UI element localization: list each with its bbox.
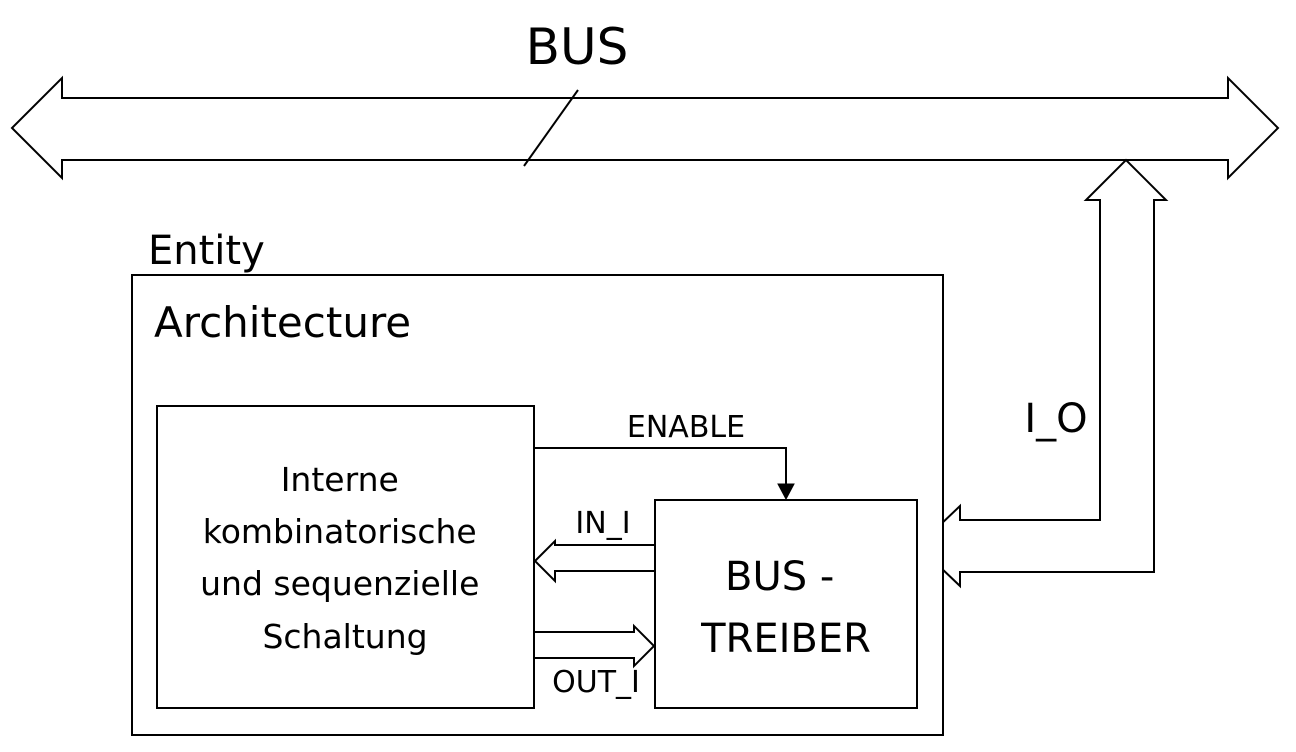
out-i-arrow [533, 623, 656, 669]
bus-driver-box [654, 499, 918, 709]
internal-logic-line-4: Schaltung [262, 617, 427, 656]
internal-logic-line-1: Interne [281, 460, 399, 499]
enable-label: ENABLE [627, 410, 745, 445]
io-bus-arrow [916, 158, 1169, 589]
internal-logic-line-2: kombinatorische [203, 512, 477, 551]
bus-driver-line-1: BUS - [725, 554, 834, 600]
bus-arrow [10, 75, 1280, 181]
bus-driver-text: BUS - TREIBER [700, 554, 871, 662]
bus-label: BUS [526, 18, 629, 76]
internal-logic-box [156, 405, 535, 709]
out-i-label: OUT_I [552, 665, 640, 700]
in-i-label: IN_I [575, 506, 630, 541]
io-label: I_O [1024, 396, 1087, 442]
entity-label: Entity [148, 228, 265, 274]
architecture-label: Architecture [154, 298, 411, 347]
enable-arrowhead [777, 483, 795, 501]
internal-logic-text: Interne kombinatorische und sequenzielle… [200, 460, 490, 656]
bus-driver-line-2: TREIBER [700, 616, 871, 662]
in-i-arrow [533, 538, 656, 584]
bus-width-slash [523, 89, 579, 167]
internal-logic-line-3: und sequenzielle [200, 564, 479, 603]
enable-wire [534, 447, 787, 486]
